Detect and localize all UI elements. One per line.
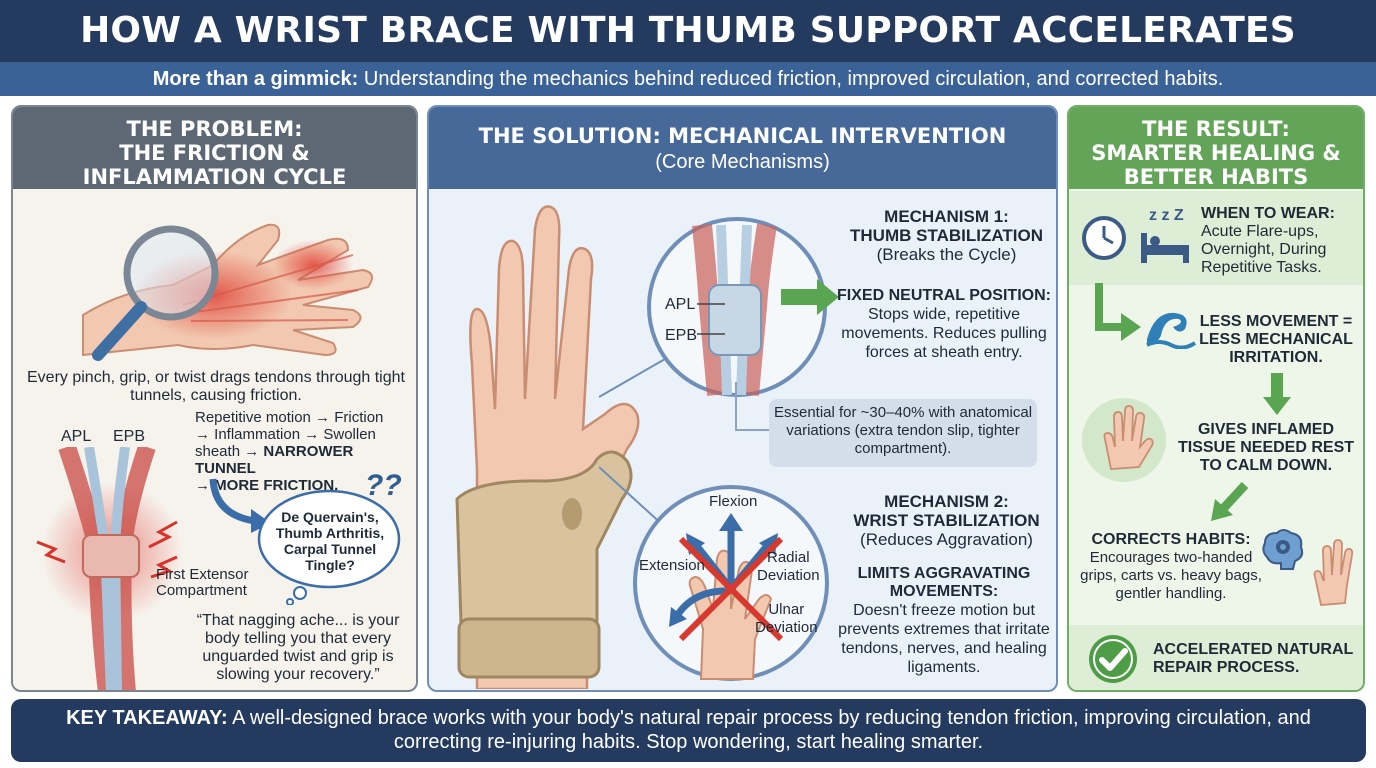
solution-header: THE SOLUTION: MECHANICAL INTERVENTION (C…: [429, 107, 1056, 189]
inflamed-hand-illustration: [82, 223, 373, 361]
subtitle-bold: More than a gimmick:: [152, 68, 359, 90]
clock-icon: [1082, 216, 1126, 260]
problem-title-line2: THE FRICTION &: [119, 141, 310, 165]
compartment-label: First Extensor Compartment: [156, 566, 249, 599]
motion-extension: Extension: [639, 557, 705, 574]
takeaway-bold: KEY TAKEAWAY:: [66, 707, 228, 729]
result-title-line1: THE RESULT:: [1142, 117, 1290, 141]
problem-intro: Every pinch, grip, or twist drags tendon…: [27, 369, 405, 404]
thought-bubble: [257, 489, 401, 605]
mechanism2-point: LIMITS AGGRAVATING MOVEMENTS: Doesn't fr…: [838, 565, 1050, 676]
problem-quote: “That nagging ache... is your body telli…: [196, 612, 400, 683]
tendon-compartment-illustration: [36, 447, 182, 690]
lightning-pain-icon: [36, 520, 178, 579]
result-title-line3: BETTER HABITS: [1123, 165, 1309, 189]
elbow-arrow-icon: [1095, 283, 1141, 341]
question-marks: ??: [365, 469, 402, 502]
problem-panel: THE PROBLEM: THE FRICTION & INFLAMMATION…: [11, 105, 418, 692]
solution-label-apl: APL: [665, 296, 696, 313]
mechanism2-circle: [633, 485, 829, 681]
problem-label-apl: APL: [61, 428, 92, 445]
result-panel: THE RESULT: SMARTER HEALING & BETTER HAB…: [1067, 105, 1365, 692]
sleep-bed-icon: [1141, 233, 1189, 263]
helping-hand-icon: [1313, 539, 1354, 606]
mechanism1-text: MECHANISM 1: THUMB STABILIZATION (Breaks…: [850, 207, 1043, 264]
problem-title-line1: THE PROBLEM:: [126, 117, 303, 141]
open-palm-icon: [1082, 398, 1166, 482]
less-movement: LESS MOVEMENT = LESS MECHANICAL IRRITATI…: [1199, 313, 1353, 366]
mechanism2-text: MECHANISM 2: WRIST STABILIZATION (Reduce…: [853, 492, 1040, 549]
motion-radial: Radial Deviation: [757, 549, 820, 584]
magnifier-icon: [92, 225, 219, 361]
result-title-line2: SMARTER HEALING &: [1091, 141, 1341, 165]
rest-text: GIVES INFLAMED TISSUE NEEDED REST TO CAL…: [1177, 421, 1355, 474]
motion-ulnar: Ulnar Deviation: [755, 601, 818, 636]
mechanism1-point: FIXED NEUTRAL POSITION: Stops wide, repe…: [837, 287, 1051, 361]
solution-subtitle: (Core Mechanisms): [655, 151, 830, 173]
problem-label-epb: EPB: [113, 428, 146, 445]
takeaway-text: A well-designed brace works with your bo…: [227, 707, 1311, 753]
connector-lines: [599, 358, 666, 528]
accelerated-text: ACCELERATED NATURAL REPAIR PROCESS.: [1153, 641, 1353, 676]
brain-gear-icon: [1262, 529, 1304, 570]
checkmark-icon: [1089, 635, 1137, 683]
diagonal-arrow-icon: [1211, 481, 1249, 521]
hand-with-brace-illustration: [455, 205, 640, 689]
anatomical-variation-callout: Essential for ~30–40% with anatomical va…: [769, 399, 1037, 467]
corrects-habits: CORRECTS HABITS: Encourages two-handed g…: [1080, 531, 1262, 602]
when-to-wear: WHEN TO WEAR: Acute Flare-ups, Overnight…: [1201, 205, 1335, 276]
label-leaders: [697, 303, 725, 335]
down-arrow-icon: [1263, 373, 1291, 415]
problem-header: THE PROBLEM: THE FRICTION & INFLAMMATION…: [13, 107, 416, 189]
green-arrow-icon: [781, 279, 839, 315]
wave-icon: [1146, 312, 1197, 349]
callout-leader: [735, 382, 772, 431]
problem-title-line3: INFLAMMATION CYCLE: [82, 165, 347, 189]
bubble-text: De Quervain's, Thumb Arthritis, Carpal T…: [275, 509, 385, 573]
subtitle-bar: More than a gimmick: Understanding the m…: [0, 62, 1376, 96]
solution-label-epb: EPB: [665, 327, 698, 344]
solution-title: THE SOLUTION: MECHANICAL INTERVENTION: [478, 124, 1007, 148]
result-header: THE RESULT: SMARTER HEALING & BETTER HAB…: [1069, 107, 1363, 189]
subtitle-text: Understanding the mechanics behind reduc…: [358, 68, 1224, 90]
motion-flexion: Flexion: [709, 493, 758, 510]
zzz-text: z z Z: [1149, 207, 1184, 224]
main-header: HOW A WRIST BRACE WITH THUMB SUPPORT ACC…: [0, 0, 1376, 113]
solution-panel: THE SOLUTION: MECHANICAL INTERVENTION (C…: [427, 105, 1058, 692]
friction-cycle: Repetitive motion → Friction → Inflammat…: [195, 409, 384, 494]
key-takeaway-footer: KEY TAKEAWAY: A well-designed brace work…: [11, 699, 1366, 762]
curved-arrow-icon: [209, 478, 271, 533]
